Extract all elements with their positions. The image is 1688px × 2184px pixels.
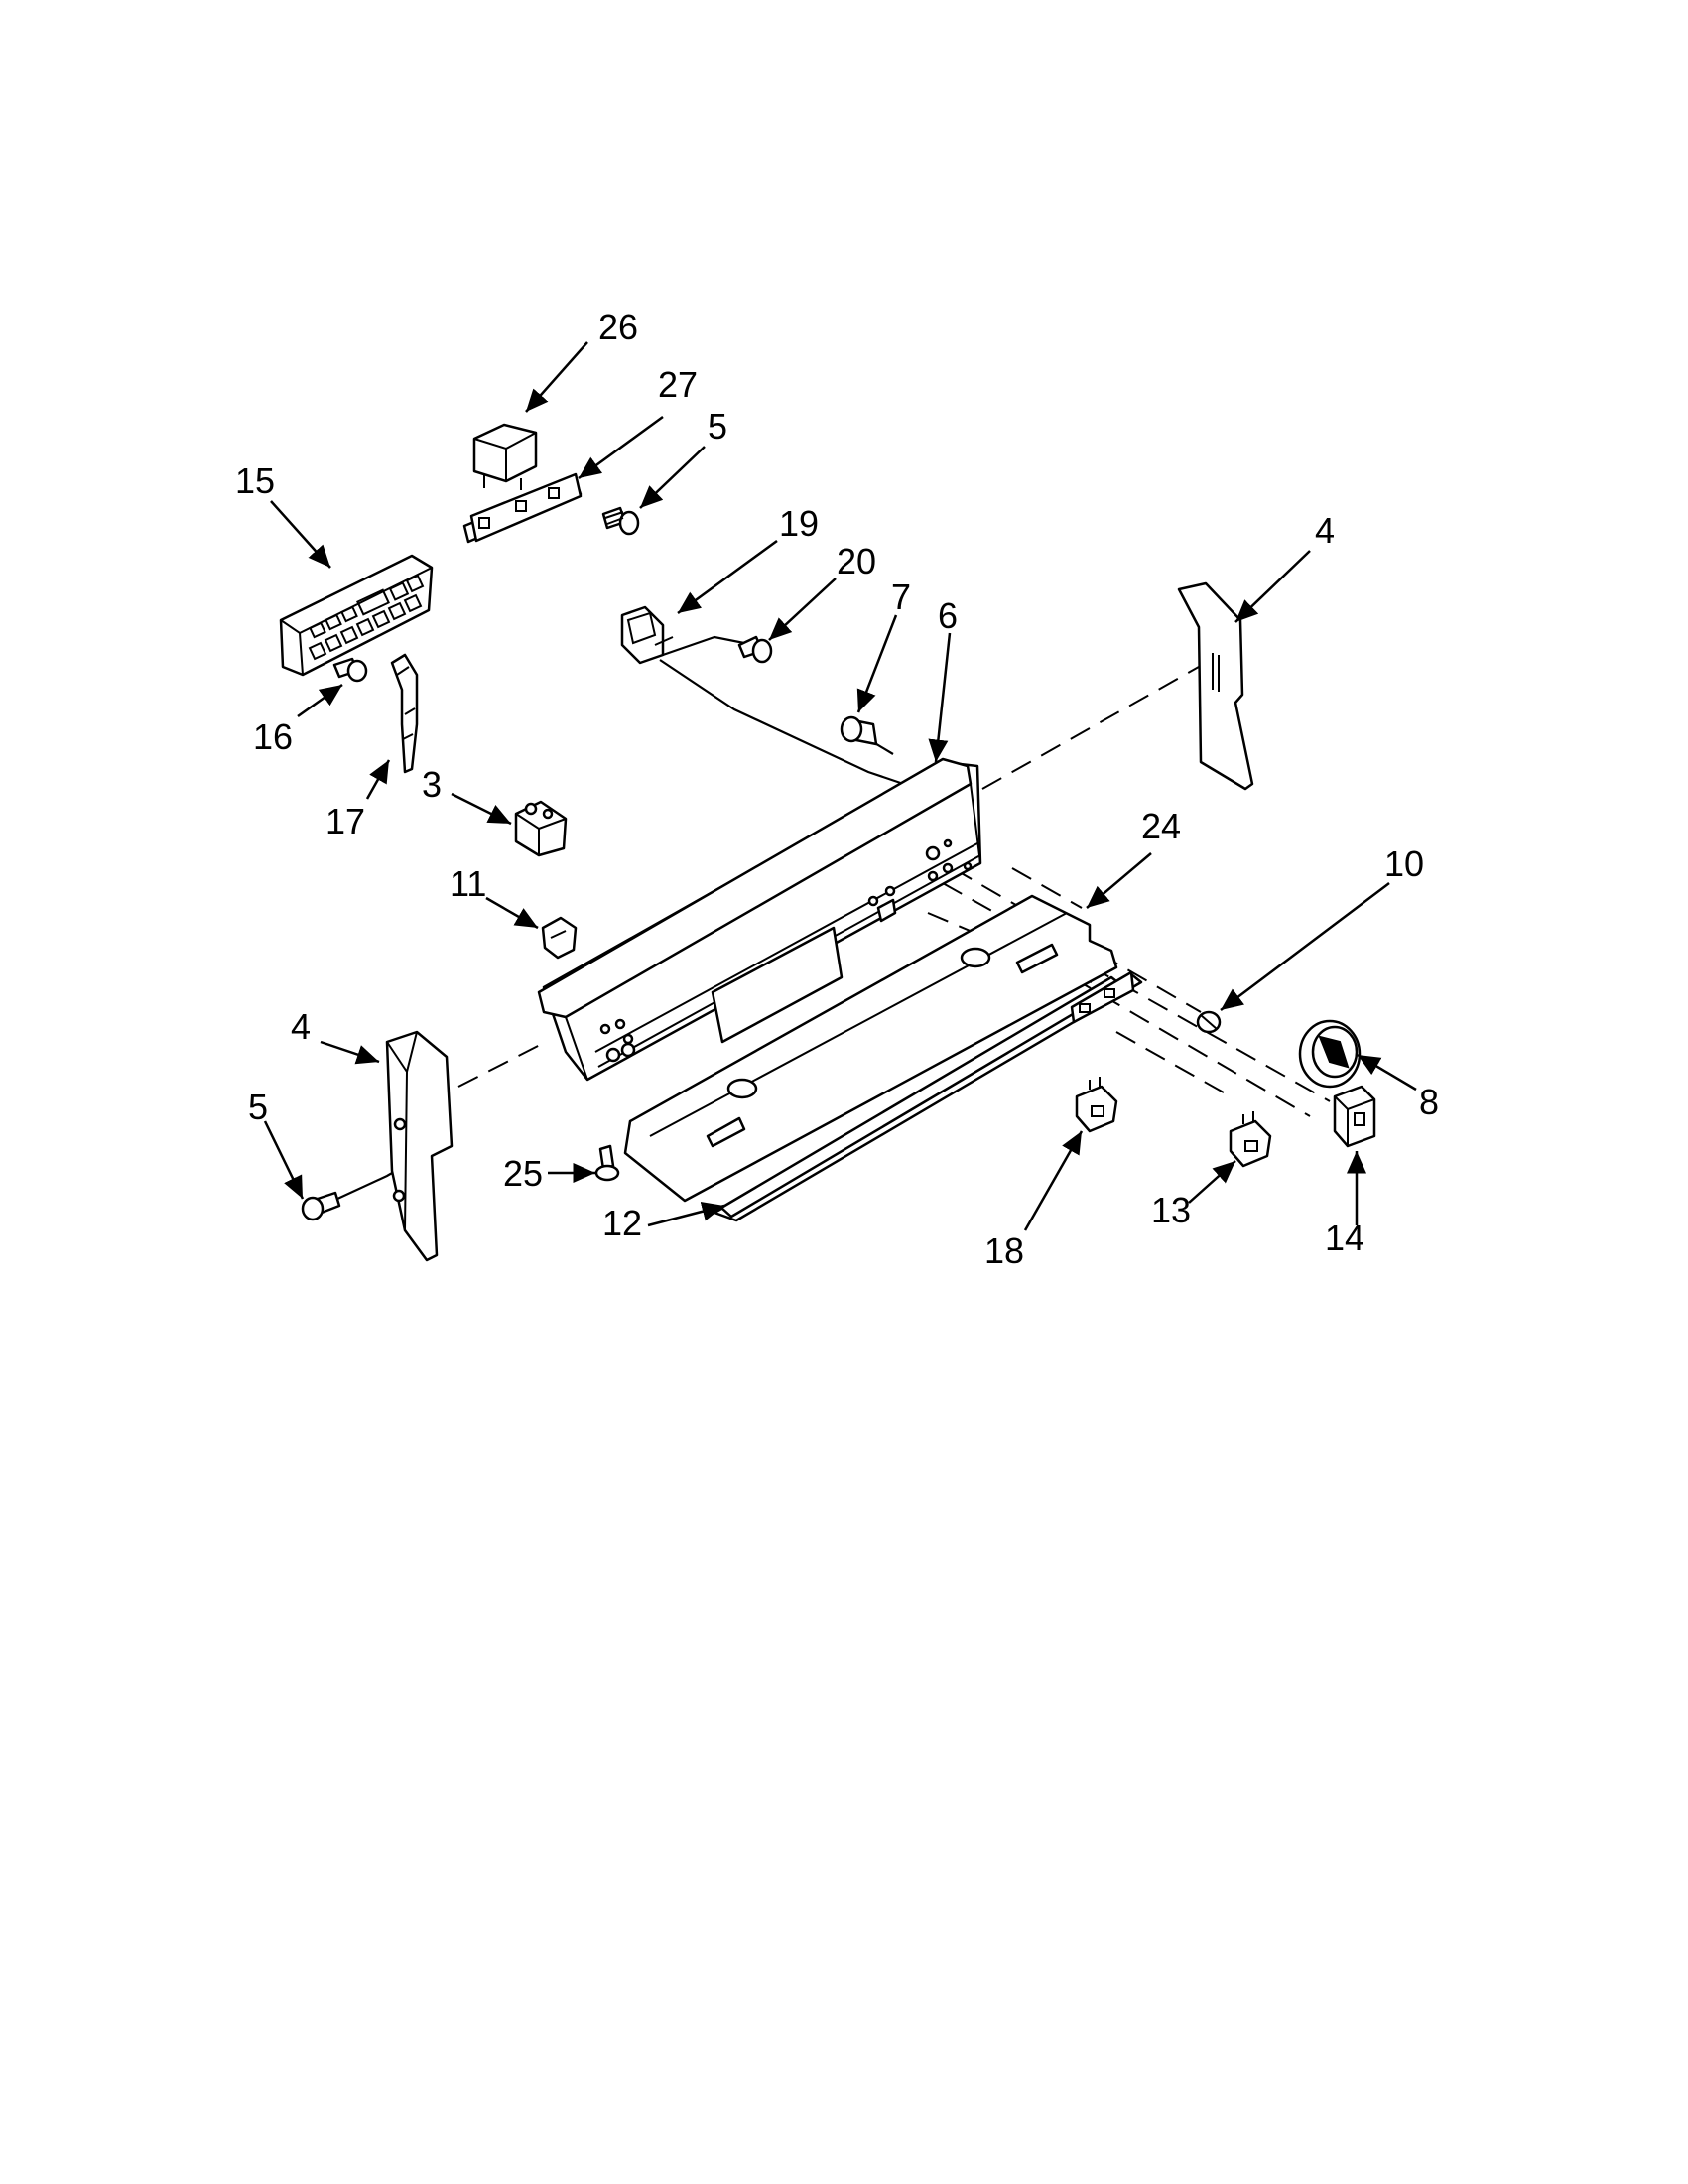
callout-16: 16	[253, 716, 293, 757]
small-clip-part	[541, 916, 578, 960]
switch-part-18	[1075, 1077, 1118, 1133]
plug-part	[1196, 1010, 1222, 1034]
control-board-part	[279, 554, 434, 677]
callout-3: 3	[422, 764, 442, 805]
screw-part-16	[332, 657, 368, 683]
screw-part-top	[601, 506, 640, 536]
callout-12: 12	[602, 1203, 642, 1243]
callout-17: 17	[325, 801, 365, 841]
callout-5-top: 5	[708, 406, 727, 447]
callout-20: 20	[837, 541, 876, 581]
callout-15: 15	[235, 460, 275, 501]
switch-part-14	[1333, 1085, 1376, 1148]
mounting-bracket-part	[390, 653, 419, 774]
clip-part	[840, 715, 878, 746]
callout-14: 14	[1325, 1218, 1364, 1258]
callout-13: 13	[1151, 1190, 1191, 1230]
end-cap-left-part	[385, 1030, 454, 1262]
knob-part	[1298, 1019, 1362, 1089]
screw-part-left	[301, 1191, 341, 1221]
callout-26: 26	[598, 307, 638, 347]
callout-4-right: 4	[1315, 510, 1335, 551]
screw-part-20	[737, 635, 773, 664]
wire-sensor-harness	[659, 659, 934, 796]
end-cap-right-part	[1177, 581, 1254, 791]
callout-18: 18	[984, 1230, 1024, 1271]
callout-7: 7	[891, 577, 911, 617]
wire-sensor-screw	[662, 635, 755, 657]
switch-part-13	[1229, 1111, 1272, 1168]
trim-strip-part	[713, 970, 1143, 1222]
bracket-plate-part	[462, 472, 583, 544]
callout-27: 27	[658, 364, 698, 405]
base-plate-part	[623, 894, 1118, 1203]
callout-6: 6	[938, 595, 958, 636]
sensor-part	[620, 605, 674, 665]
callout-4-left: 4	[291, 1006, 311, 1047]
callout-24: 24	[1141, 806, 1181, 846]
console-panel-part	[537, 757, 982, 1082]
screw-part-25	[594, 1144, 620, 1182]
relay-part	[472, 423, 538, 490]
leader-arrows	[263, 341, 1417, 1231]
callout-11: 11	[450, 863, 486, 904]
callout-10: 10	[1384, 843, 1424, 884]
callout-5-left: 5	[248, 1087, 268, 1127]
callout-labels: 26 27 5 15 19 20 7 6 4 16 17 3 24 10 11 …	[235, 307, 1439, 1271]
callout-8: 8	[1419, 1082, 1439, 1122]
callout-25: 25	[503, 1153, 543, 1194]
callout-19: 19	[779, 503, 819, 544]
latch-part	[514, 800, 568, 857]
